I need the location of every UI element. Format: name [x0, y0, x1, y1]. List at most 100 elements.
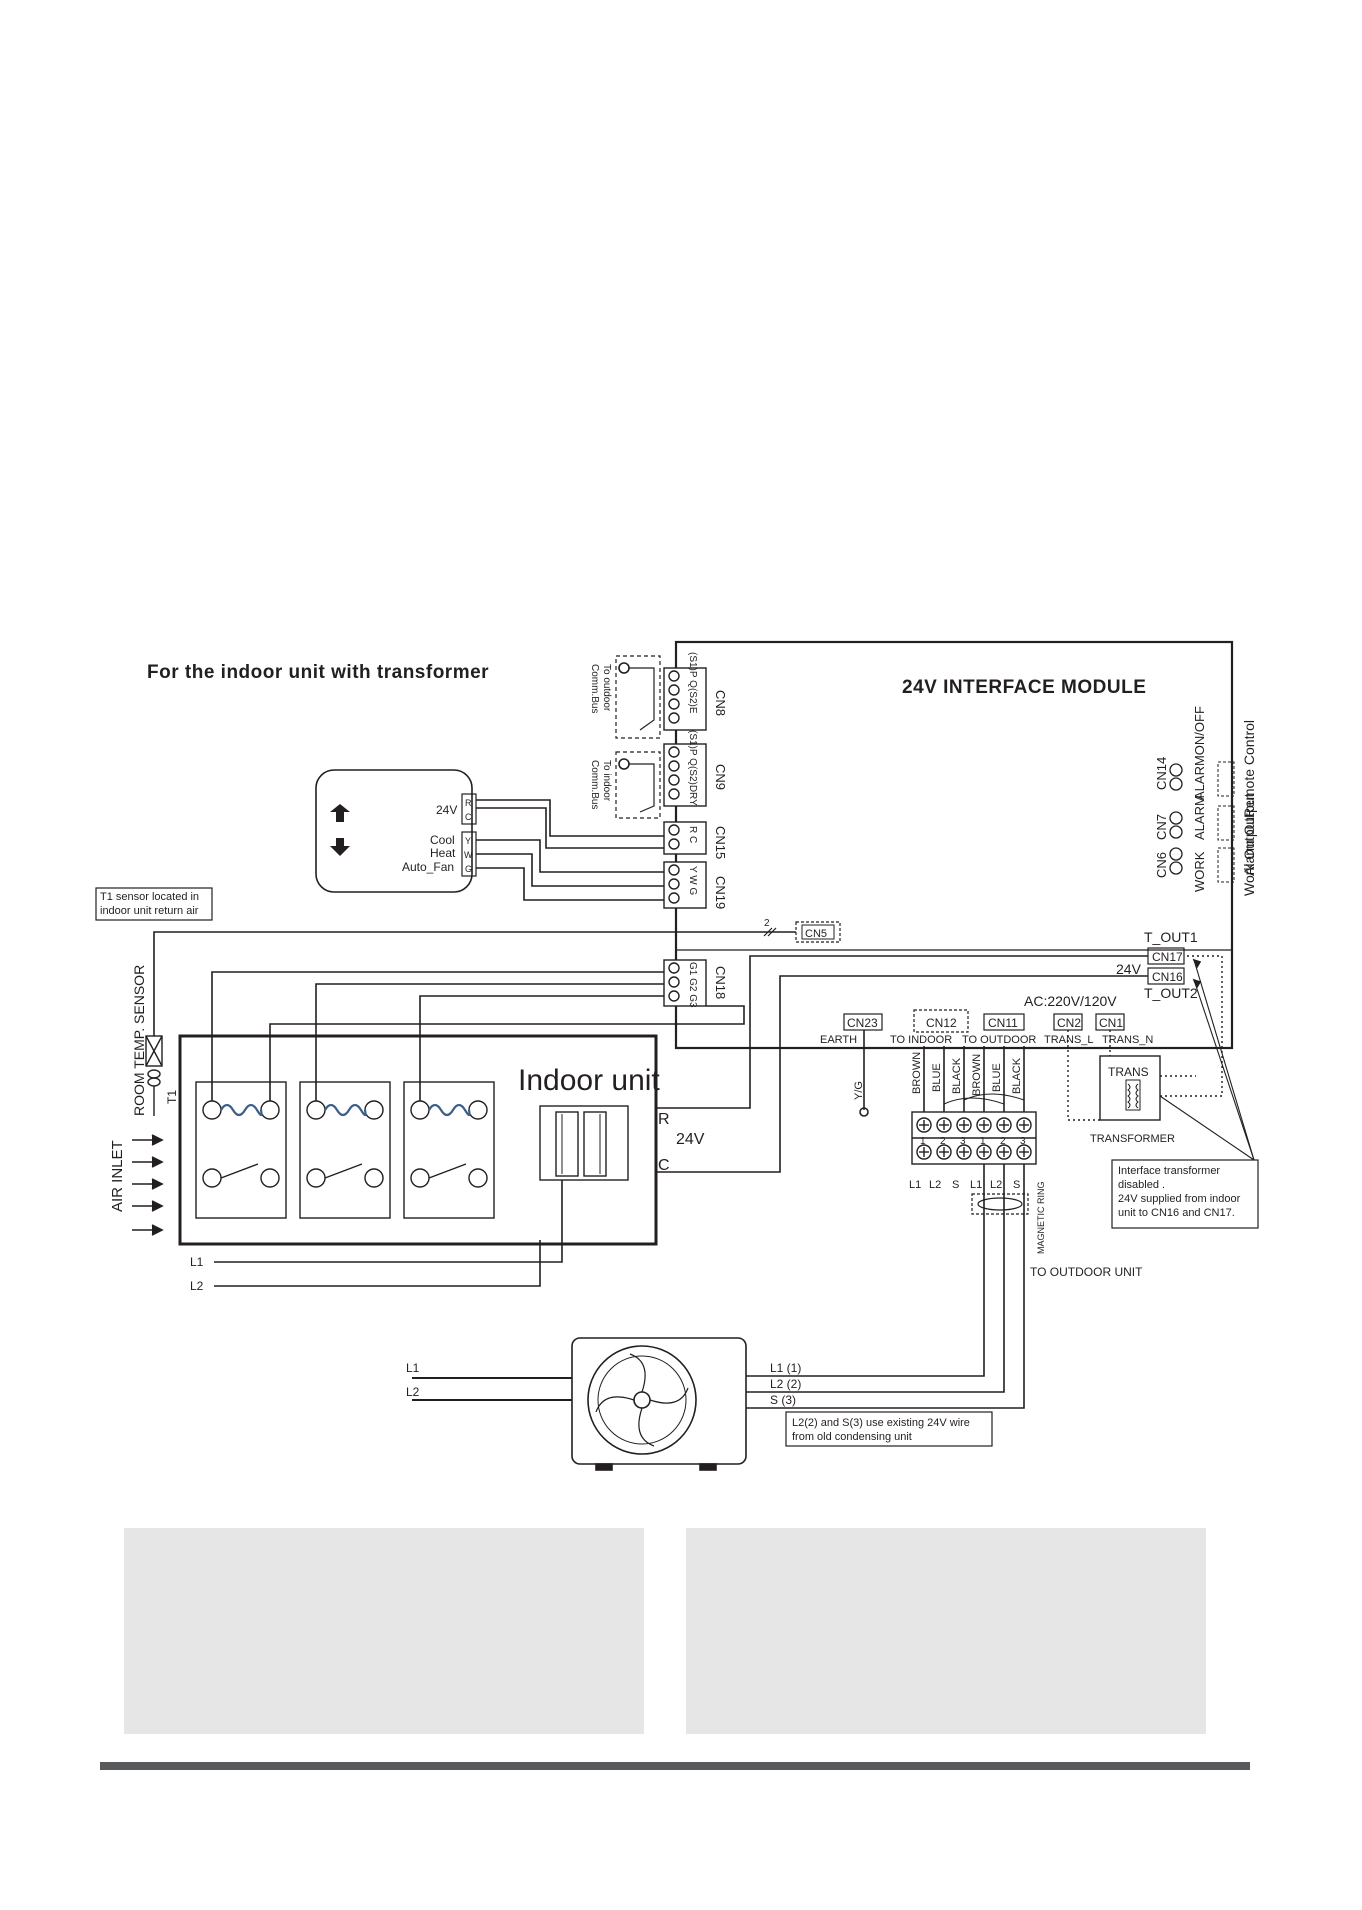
relay-3	[403, 1081, 495, 1219]
t-out2-label: T_OUT2	[1144, 985, 1198, 1001]
svg-text:2: 2	[1000, 1136, 1006, 1147]
indoor-l2-label: L2	[190, 1279, 204, 1293]
terminal-screw	[916, 1144, 932, 1160]
svg-text:CN14: CN14	[1154, 757, 1169, 790]
svg-text:from old condensing unit: from old condensing unit	[792, 1431, 912, 1443]
svg-text:(S1)P Q(S2)DRY: (S1)P Q(S2)DRY	[687, 730, 698, 806]
outdoor-comm-bus: To outdoor Comm.Bus	[589, 655, 661, 739]
terminal-numbers: 1 2 3 1 2 3	[920, 1136, 1026, 1147]
svg-text:1: 1	[920, 1136, 926, 1147]
up-arrow-icon	[330, 804, 350, 822]
terminal-screw	[996, 1117, 1012, 1133]
svg-text:Interface transformer: Interface transformer	[1118, 1165, 1220, 1177]
svg-text:S: S	[1013, 1179, 1020, 1191]
svg-text:BLACK: BLACK	[1011, 1057, 1023, 1094]
svg-text:Remote Control: Remote Control	[1241, 720, 1257, 818]
svg-text:Work Output: Work Output	[1241, 818, 1257, 896]
terminal-screw	[936, 1144, 952, 1160]
indoor-transformer	[539, 1105, 629, 1181]
cn19-connector: CN19 Y W G	[663, 861, 728, 909]
svg-text:24V supplied from indoor: 24V supplied from indoor	[1118, 1193, 1241, 1205]
bottom-rule	[100, 1762, 1250, 1770]
svg-text:BLUE: BLUE	[931, 1063, 943, 1092]
to-outdoor-unit-label: TO OUTDOOR UNIT	[1030, 1265, 1143, 1279]
svg-text:BROWN: BROWN	[911, 1052, 923, 1094]
terminal-screw	[1016, 1144, 1032, 1160]
terminal-screw	[996, 1144, 1012, 1160]
svg-text:disabled .: disabled .	[1118, 1179, 1165, 1191]
wire-colors-outdoor: BROWN BLUE BLACK	[971, 1054, 1023, 1096]
svg-text:To indoor: To indoor	[601, 760, 612, 802]
indoor-l1-label: L1	[190, 1255, 204, 1269]
svg-text:CN15: CN15	[713, 826, 728, 859]
svg-text:T1 sensor located in: T1 sensor located in	[100, 891, 199, 903]
indoor-unit-box	[178, 1034, 658, 1246]
svg-text:L1 (1): L1 (1)	[770, 1361, 801, 1375]
terminal-screw	[916, 1117, 932, 1133]
diagram-title: For the indoor unit with transformer	[147, 662, 489, 683]
outdoor-terminals: L1 (1) L2 (2) S (3)	[746, 1164, 1025, 1409]
svg-text:CN1: CN1	[1099, 1016, 1123, 1030]
trans-l-label: TRANS_L	[1044, 1034, 1094, 1046]
terminal-screw	[956, 1144, 972, 1160]
24v-label: 24V	[1116, 961, 1142, 977]
alarm-output-relay: CN7 ALARM Alarm Output	[1154, 793, 1257, 876]
svg-text:L1: L1	[909, 1179, 921, 1191]
svg-text:Y: Y	[465, 836, 471, 846]
svg-text:CN23: CN23	[847, 1016, 878, 1030]
svg-text:L1: L1	[406, 1361, 420, 1375]
svg-text:Comm.Bus: Comm.Bus	[589, 664, 600, 713]
outdoor-supply: L1 L2	[406, 1361, 572, 1401]
cn15-connector: CN15 R C	[663, 821, 728, 859]
svg-text:CN8: CN8	[713, 690, 728, 716]
svg-text:L2: L2	[929, 1179, 941, 1191]
ac-voltage-label: AC:220V/120V	[1024, 993, 1117, 1009]
cn8-connector: CN8 (S1)P Q(S2)E	[663, 652, 728, 731]
heat-label: Heat	[430, 846, 456, 860]
svg-text:CN2: CN2	[1057, 1016, 1081, 1030]
cn23-connector	[843, 1013, 883, 1031]
svg-text:unit to CN16 and CN17.: unit to CN16 and CN17.	[1118, 1207, 1235, 1219]
magnetic-ring	[971, 1193, 1029, 1215]
svg-text:Comm.Bus: Comm.Bus	[589, 760, 600, 809]
svg-text:R: R	[465, 798, 472, 808]
terminal-screw	[976, 1117, 992, 1133]
indoor-c-label: C	[658, 1157, 670, 1174]
svg-text:CN5: CN5	[805, 928, 827, 940]
transformer-label: TRANSFORMER	[1090, 1133, 1175, 1145]
svg-text:To outdoor: To outdoor	[601, 664, 612, 712]
svg-text:CN18: CN18	[713, 966, 728, 999]
temperature-sensor-icon	[145, 1035, 163, 1116]
terminal-block	[911, 1111, 1037, 1165]
svg-text:CN17: CN17	[1152, 950, 1183, 964]
svg-text:S (3): S (3)	[770, 1393, 796, 1407]
module-title: 24V INTERFACE MODULE	[902, 677, 1146, 698]
svg-text:S: S	[952, 1179, 959, 1191]
cool-label: Cool	[430, 833, 455, 847]
yg-earth: Y/G	[853, 1030, 869, 1117]
svg-text:R C: R C	[687, 826, 698, 843]
svg-text:CN12: CN12	[926, 1016, 957, 1030]
svg-text:WORK: WORK	[1192, 851, 1207, 892]
thermostat	[315, 769, 473, 893]
indoor-unit-title: Indoor unit	[518, 1064, 660, 1097]
indoor-comm-bus: To indoor Comm.Bus	[589, 751, 661, 819]
remote-control-relay: CN14 ALARMON/OFF Remote Control	[1154, 706, 1257, 818]
relay-2	[299, 1081, 391, 1219]
terminal-screw	[936, 1117, 952, 1133]
t1-label: T1	[165, 1090, 179, 1104]
indoor-r-label: R	[658, 1111, 670, 1128]
svg-text:C: C	[465, 812, 472, 822]
svg-text:CN9: CN9	[713, 764, 728, 790]
terminal-screw	[1016, 1117, 1032, 1133]
notes-panel-left	[124, 1528, 644, 1734]
module-transformer: TRANS TRANSFORMER	[1090, 1055, 1175, 1145]
thermostat-24v-label: 24V	[436, 803, 457, 817]
auto-fan-label: Auto_Fan	[402, 860, 454, 874]
svg-text:CN7: CN7	[1154, 814, 1169, 840]
svg-text:CN6: CN6	[1154, 852, 1169, 878]
earth-label: EARTH	[820, 1034, 857, 1046]
air-inlet-arrows	[132, 1134, 164, 1236]
work-output-relay: CN6 WORK Work Output	[1154, 818, 1257, 896]
room-temp-sensor-label: ROOM TEMP. SENSOR	[131, 965, 147, 1116]
